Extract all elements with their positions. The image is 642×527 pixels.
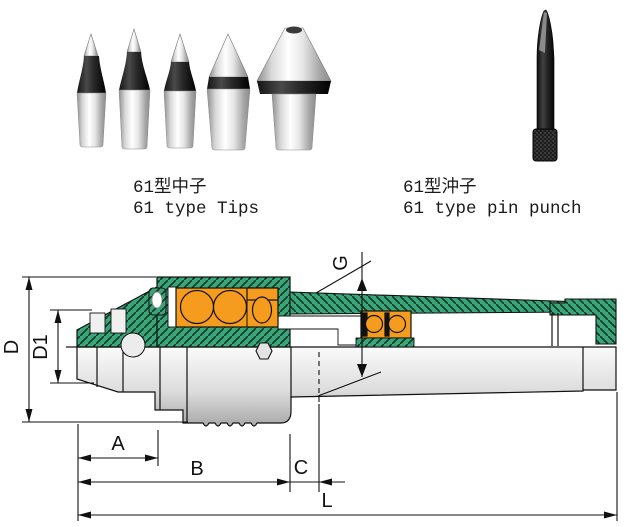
tip-3	[163, 33, 197, 149]
rear-bearing	[360, 310, 412, 339]
tip-1	[76, 33, 107, 148]
dim-label-L: L	[321, 490, 332, 512]
dim-label-C: C	[294, 457, 308, 479]
tips-photo	[76, 26, 332, 151]
rear-housing-strip	[355, 337, 415, 348]
dimensions: D D1 G A B C	[1, 252, 618, 521]
section-drawing: D D1 G A B C	[1, 252, 618, 521]
pin-punch-title-en: 61 type pin punch	[403, 199, 582, 219]
detent-ball-hole	[120, 332, 146, 358]
nose-slot	[89, 312, 106, 334]
dim-label-G: G	[330, 255, 352, 271]
body-exterior	[66, 346, 617, 427]
bearings	[175, 287, 412, 339]
tips-title-en: 61 type Tips	[133, 199, 259, 219]
grease-screw	[255, 342, 273, 360]
spindle	[277, 315, 363, 346]
sleeve-wall-section	[289, 291, 584, 315]
dim-label-D1: D1	[30, 334, 52, 360]
dim-label-A: A	[111, 433, 125, 455]
tip-2	[118, 27, 151, 150]
punch-knurl	[532, 128, 558, 162]
end-cap-section	[549, 298, 617, 345]
tips-title-zh: 61型中子	[133, 177, 207, 198]
dim-label-D: D	[1, 340, 23, 354]
tip-4	[206, 33, 251, 151]
dim-label-B: B	[190, 458, 203, 480]
pin-punch-photo	[532, 9, 558, 162]
pin-punch-title-zh: 61型沖子	[403, 177, 477, 198]
front-bearing	[175, 287, 279, 328]
tip-5	[256, 26, 332, 151]
nose-slot	[110, 308, 127, 334]
punch-chisel-face	[539, 12, 547, 53]
